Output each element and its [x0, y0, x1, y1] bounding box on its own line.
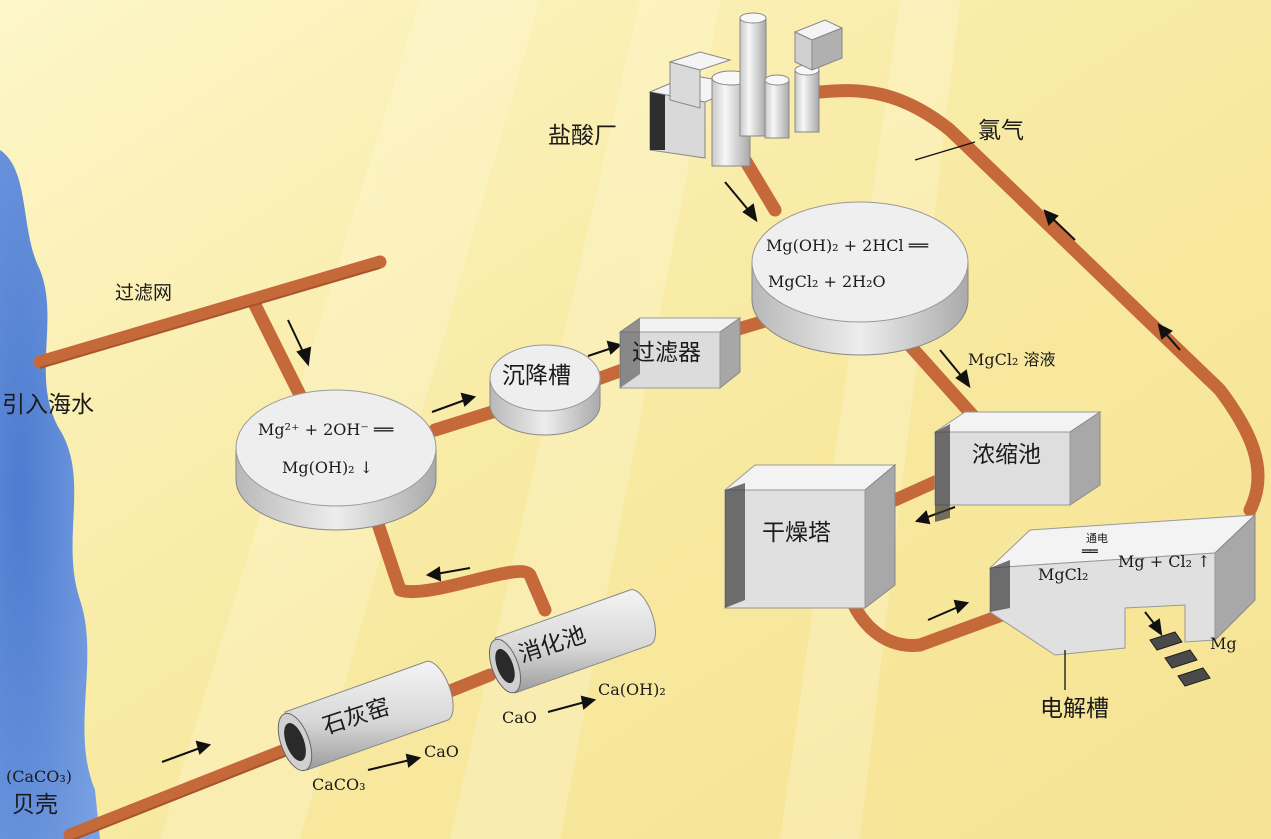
pipe-branch-to-precip: [248, 298, 307, 402]
filter-label: 过滤器: [632, 340, 701, 366]
sea: [0, 150, 100, 839]
pipe-intake: [33, 255, 387, 369]
arrow-kiln-reaction: [367, 753, 422, 771]
precipitation-tank: [235, 389, 437, 531]
arrow-to-filter: [587, 340, 623, 357]
electrolytic-cell-label: 电解槽: [1040, 696, 1109, 722]
drying-tower-label: 干燥塔: [762, 520, 831, 546]
digestion-pool-cylinder: [488, 589, 656, 694]
pipe-shells-in: [63, 741, 297, 839]
arrow-chlorine-up-2: [1043, 209, 1076, 241]
pipe-hcl-down: [738, 153, 782, 217]
electrolysis-condition: 通电: [1086, 532, 1108, 545]
kiln-reaction-from: CaCO₃: [312, 775, 366, 794]
pipe-digestion-to-precip: [368, 508, 552, 617]
arrow-mgcl2-down: [939, 349, 971, 389]
neutralization-equation-line2: MgCl₂ + 2H₂O: [768, 272, 886, 291]
electrolysis-equation-right: Mg + Cl₂ ↑: [1118, 552, 1211, 571]
arrow-chlorine-up: [1157, 323, 1181, 351]
shells-formula-label: (CaCO₃): [6, 767, 73, 786]
precipitation-equation-line2: Mg(OH)₂ ↓: [282, 458, 374, 477]
pipe-neutralizer-to-concentration: [898, 333, 982, 425]
concentration-pool-label: 浓缩池: [972, 442, 1041, 468]
mg-product-label: Mg: [1210, 634, 1237, 653]
electrolysis-equals-sign: ══: [1082, 544, 1098, 560]
digest-reaction-to: Ca(OH)₂: [598, 680, 666, 699]
arrow-mg-out: [1144, 611, 1163, 637]
digest-reaction-from: CaO: [502, 708, 537, 727]
neutralization-equation-line1: Mg(OH)₂ + 2HCl ══: [766, 236, 929, 255]
neutralization-tank: [751, 201, 969, 356]
electrolytic-cell-box: [988, 513, 1257, 656]
settling-tank: [489, 344, 601, 436]
pipe-concentration-to-dryer: [888, 475, 942, 507]
arrow-hcl-down: [724, 181, 758, 223]
filter-net-label: 过滤网: [115, 282, 173, 304]
hcl-plant: [648, 12, 844, 167]
filter-box: [618, 317, 742, 390]
kiln-reaction-to: CaO: [424, 742, 459, 761]
mgcl2-solution-label: MgCl₂ 溶液: [968, 350, 1056, 369]
concentration-pool-box: [933, 411, 1102, 522]
arrow-to-settling: [431, 392, 477, 413]
leader-lines: [914, 141, 1066, 690]
hcl-plant-label: 盐酸厂: [548, 123, 617, 149]
electrolysis-equation-left: MgCl₂: [1038, 565, 1089, 584]
precipitation-equation-line1: Mg²⁺ + 2OH⁻ ══: [258, 420, 394, 439]
intake-label: 引入海水: [2, 392, 94, 418]
arrow-down-filter: [287, 319, 312, 367]
arrow-digest-reaction: [547, 695, 597, 713]
settling-tank-label: 沉降槽: [502, 363, 571, 389]
magnesium-ingots: [1149, 631, 1211, 687]
arrow-shells-in: [161, 740, 212, 763]
shells-label: 贝壳: [12, 792, 58, 818]
chlorine-label: 氯气: [978, 118, 1024, 144]
lime-kiln-cylinder: [277, 660, 454, 772]
arrow-to-cell: [927, 599, 970, 621]
pipe-chlorine-return: [813, 84, 1265, 517]
arrow-digestion-back: [425, 566, 471, 582]
drying-tower-box: [723, 463, 897, 610]
